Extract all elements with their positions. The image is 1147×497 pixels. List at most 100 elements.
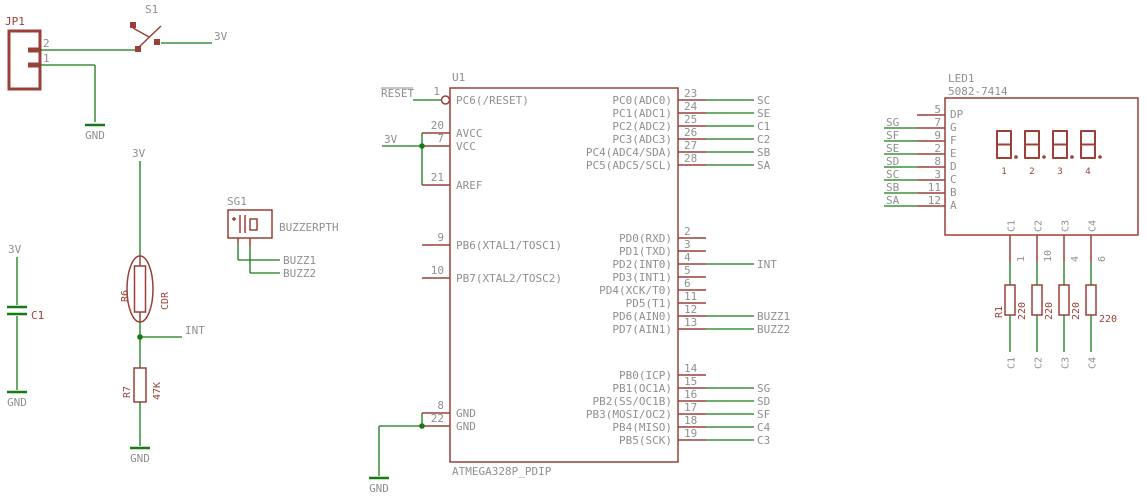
component-value: 47K: [152, 382, 163, 400]
switch-s1: S1 3V: [130, 3, 228, 52]
dp-dot: [1014, 155, 1018, 159]
switch-contact: [135, 46, 141, 52]
pin-number: 7: [437, 132, 444, 145]
pin-name: GND: [456, 407, 476, 420]
net-label-3v: 3V: [214, 30, 228, 43]
connector-body: [7, 29, 42, 91]
u1-portd: 2 PD0(RXD) 3 PD1(TXD) 4 PD2(INT0) INT 5 …: [599, 225, 790, 336]
pin-name: PC1(ADC1): [612, 107, 672, 120]
jp1-connector: JP1 2 1 GND: [5, 15, 136, 142]
pin-number: 11: [928, 181, 941, 194]
pin-number: 6: [684, 277, 691, 290]
net-label: SB: [757, 146, 771, 159]
pin-number: 2: [684, 225, 691, 238]
component-name: R1: [994, 306, 1005, 318]
pin-name: PC3(ADC3): [612, 133, 672, 146]
pin-name: PD6(AIN0): [612, 310, 672, 323]
ic-u1: U1 ATMEGA328P_PDIP RESET 1 PC6(/RESET) 2…: [369, 71, 790, 495]
pin-number: 4: [684, 251, 691, 264]
pin-number: 20: [431, 119, 444, 132]
pin-number: 9: [437, 231, 444, 244]
pin-name: PD3(INT1): [612, 271, 672, 284]
component-value: 220: [1071, 302, 1082, 320]
pin-number: 1: [43, 52, 50, 65]
pin-number: 18: [684, 414, 697, 427]
cathode-inner-label: C1: [1007, 220, 1018, 232]
component-name: U1: [452, 71, 465, 84]
pin-head: [28, 62, 40, 68]
digit-glyph: [996, 130, 1012, 159]
pin-number: 19: [684, 427, 697, 440]
pin-head: [28, 47, 40, 53]
digit-glyph: [1024, 130, 1040, 159]
pin-name: PD4(XCK/T0): [599, 284, 672, 297]
net-label: C4: [757, 421, 771, 434]
cathode-inner-label: C2: [1034, 220, 1045, 232]
digit-glyph: [1052, 130, 1068, 159]
pin-name: PD0(RXD): [619, 232, 672, 245]
buzzer-sg1: SG1 BUZZERPTH BUZZ1 BUZZ2: [227, 195, 339, 280]
dp-dot: [1042, 155, 1046, 159]
capacitor-c1: 3V C1 GND: [7, 243, 44, 409]
net-label-reset: RESET: [381, 87, 414, 100]
pin-name: PB2(SS/OC1B): [593, 395, 672, 408]
pin-number: 6: [1097, 256, 1108, 262]
resistor-r7: R7 47K GND: [122, 367, 163, 465]
pin-name: AVCC: [456, 127, 483, 140]
net-label-buzz2: BUZZ2: [283, 267, 316, 280]
led1-cathode-pins: C1 C2 C3 C4 1 10 4 6: [1007, 220, 1108, 352]
pin-number: 8: [437, 399, 444, 412]
pin-name: GND: [456, 420, 476, 433]
net-label-3v: 3V: [384, 133, 398, 146]
net-label-gnd: GND: [85, 129, 105, 142]
net-label: INT: [757, 258, 777, 271]
pin-number: 7: [934, 116, 941, 129]
net-label: C2: [757, 133, 770, 146]
pin-number: 1: [1016, 256, 1027, 262]
pin-number: 16: [684, 388, 697, 401]
ic-body: [449, 87, 679, 463]
pin-number: 11: [684, 290, 697, 303]
pin-number: 28: [684, 152, 697, 165]
segment-letter: E: [950, 147, 957, 160]
wires: [40, 49, 136, 127]
net-label: C3: [757, 434, 770, 447]
pin-name: PD1(TXD): [619, 245, 672, 258]
seven-segment-digits: 1 2 3 4: [996, 130, 1102, 177]
digit-index: 2: [1029, 167, 1034, 177]
net-label: C1: [1007, 357, 1018, 369]
net-label: SC: [886, 168, 899, 181]
net-label-int: INT: [185, 324, 205, 337]
pin-number: 25: [684, 113, 697, 126]
net-label: SF: [757, 408, 770, 421]
resistor-body: [133, 367, 147, 403]
net-label: SD: [757, 395, 770, 408]
resistor-body: [1058, 284, 1070, 316]
digit-index: 4: [1085, 167, 1090, 177]
component-value: 5082-7414: [948, 85, 1008, 98]
digit-glyph: [1080, 130, 1096, 159]
pin-name: PD5(T1): [626, 297, 672, 310]
component-name: C1: [31, 309, 44, 322]
net-label: SA: [886, 194, 900, 207]
pin-number: 27: [684, 139, 697, 152]
display-body: [944, 97, 1139, 236]
pin-number: 17: [684, 401, 697, 414]
pin-name: PC4(ADC4/SDA): [586, 146, 672, 159]
pin-number: 2: [934, 142, 941, 155]
segment-letter: C: [950, 173, 957, 186]
net-label: SG: [886, 116, 899, 129]
net-label: BUZZ2: [757, 323, 790, 336]
pin-name: PB7(XTAL2/TOSC2): [456, 272, 562, 285]
resistor-body: [1031, 284, 1043, 316]
junction-dot: [419, 143, 425, 149]
switch-actuator: [130, 22, 136, 28]
net-label: SC: [757, 94, 770, 107]
u1-portc: 23 PC0(ADC0) SC 24 PC1(ADC1) SE 25 PC2(A…: [586, 87, 771, 172]
pin-number: 12: [684, 303, 697, 316]
net-label: BUZZ1: [757, 310, 790, 323]
pin-name: PB6(XTAL1/TOSC1): [456, 239, 562, 252]
pin-name: PB0(ICP): [619, 369, 672, 382]
segment-letter: F: [950, 134, 957, 147]
